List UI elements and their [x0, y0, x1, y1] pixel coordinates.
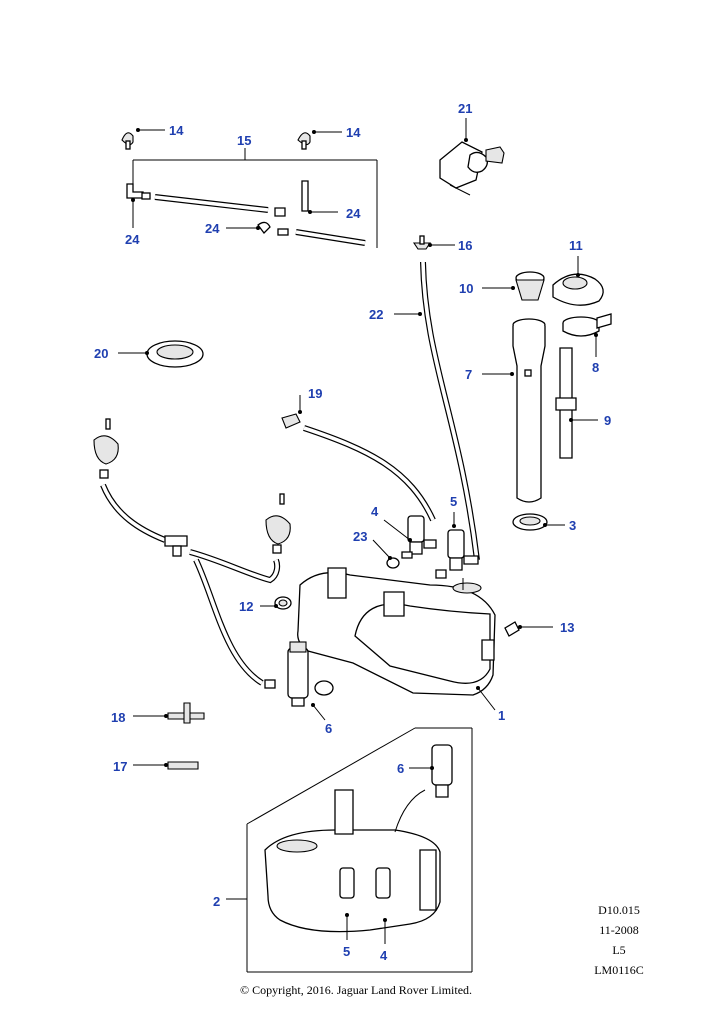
y-connector — [412, 235, 432, 250]
callout-15: 15 — [237, 133, 251, 148]
leader-lines — [118, 118, 598, 944]
callout-12: 12 — [239, 599, 253, 614]
callout-23: 23 — [353, 529, 367, 544]
washer-pump-6 — [264, 641, 334, 707]
callout-13: 13 — [560, 620, 574, 635]
diagram-code: LM0116C — [594, 963, 644, 977]
diagram-reference: D10.015 — [598, 903, 640, 917]
diagram-level: L5 — [612, 943, 626, 957]
straight-connector — [167, 761, 199, 770]
callout-14b: 14 — [346, 125, 361, 140]
pump-grommet — [274, 596, 292, 610]
callout-19: 19 — [308, 386, 322, 401]
callout-5b: 5 — [343, 944, 350, 959]
callout-22: 22 — [369, 307, 383, 322]
washer-pump-4 — [401, 515, 437, 559]
callout-2: 2 — [213, 894, 220, 909]
callout-16: 16 — [458, 238, 472, 253]
callout-5a: 5 — [450, 494, 457, 509]
diagram-date: 11-2008 — [599, 923, 639, 937]
callout-8: 8 — [592, 360, 599, 375]
filler-grommet — [512, 513, 548, 531]
t-piece — [167, 702, 205, 724]
copyright-notice: © Copyright, 2016. Jaguar Land Rover Lim… — [239, 983, 473, 997]
callout-24c: 24 — [205, 221, 220, 236]
callout-1: 1 — [498, 708, 505, 723]
grommet — [146, 340, 204, 368]
callout-4a: 4 — [371, 504, 379, 519]
washer-pump-5 — [435, 529, 479, 579]
callout-4b: 4 — [380, 948, 388, 963]
callout-17: 17 — [113, 759, 127, 774]
filler-cap — [552, 273, 604, 306]
bolt — [504, 621, 520, 637]
jet-hose-kit-box — [121, 132, 378, 248]
callout-20: 20 — [94, 346, 108, 361]
callout-14a: 14 — [169, 123, 184, 138]
jet-assembly-right — [265, 493, 291, 554]
callout-21: 21 — [458, 101, 472, 116]
callout-6b: 6 — [397, 761, 404, 776]
washer-jet-right — [297, 132, 311, 150]
callout-24a: 24 — [125, 232, 140, 247]
callout-9: 9 — [604, 413, 611, 428]
callout-24b: 24 — [346, 206, 361, 221]
washer-reservoir — [297, 567, 496, 696]
inset-reservoir-variant — [246, 727, 473, 973]
t-connector — [164, 535, 188, 557]
non-return-valve — [281, 413, 301, 429]
callout-11: 11 — [569, 238, 583, 253]
retaining-strap — [562, 313, 612, 337]
callout-6a: 6 — [325, 721, 332, 736]
callout-18: 18 — [111, 710, 125, 725]
filter — [515, 271, 545, 301]
filler-neck — [512, 318, 546, 503]
callout-3: 3 — [569, 518, 576, 533]
jet-assembly-left — [93, 418, 119, 479]
hose-clip — [439, 141, 505, 196]
washer-jet-left — [121, 132, 134, 150]
level-strip — [555, 347, 577, 459]
callout-10: 10 — [459, 281, 473, 296]
callout-7: 7 — [465, 367, 472, 382]
pump-grommet-23 — [386, 557, 400, 569]
callout-labels: 14 14 15 21 24 24 24 16 11 10 22 8 20 7 … — [94, 101, 611, 963]
